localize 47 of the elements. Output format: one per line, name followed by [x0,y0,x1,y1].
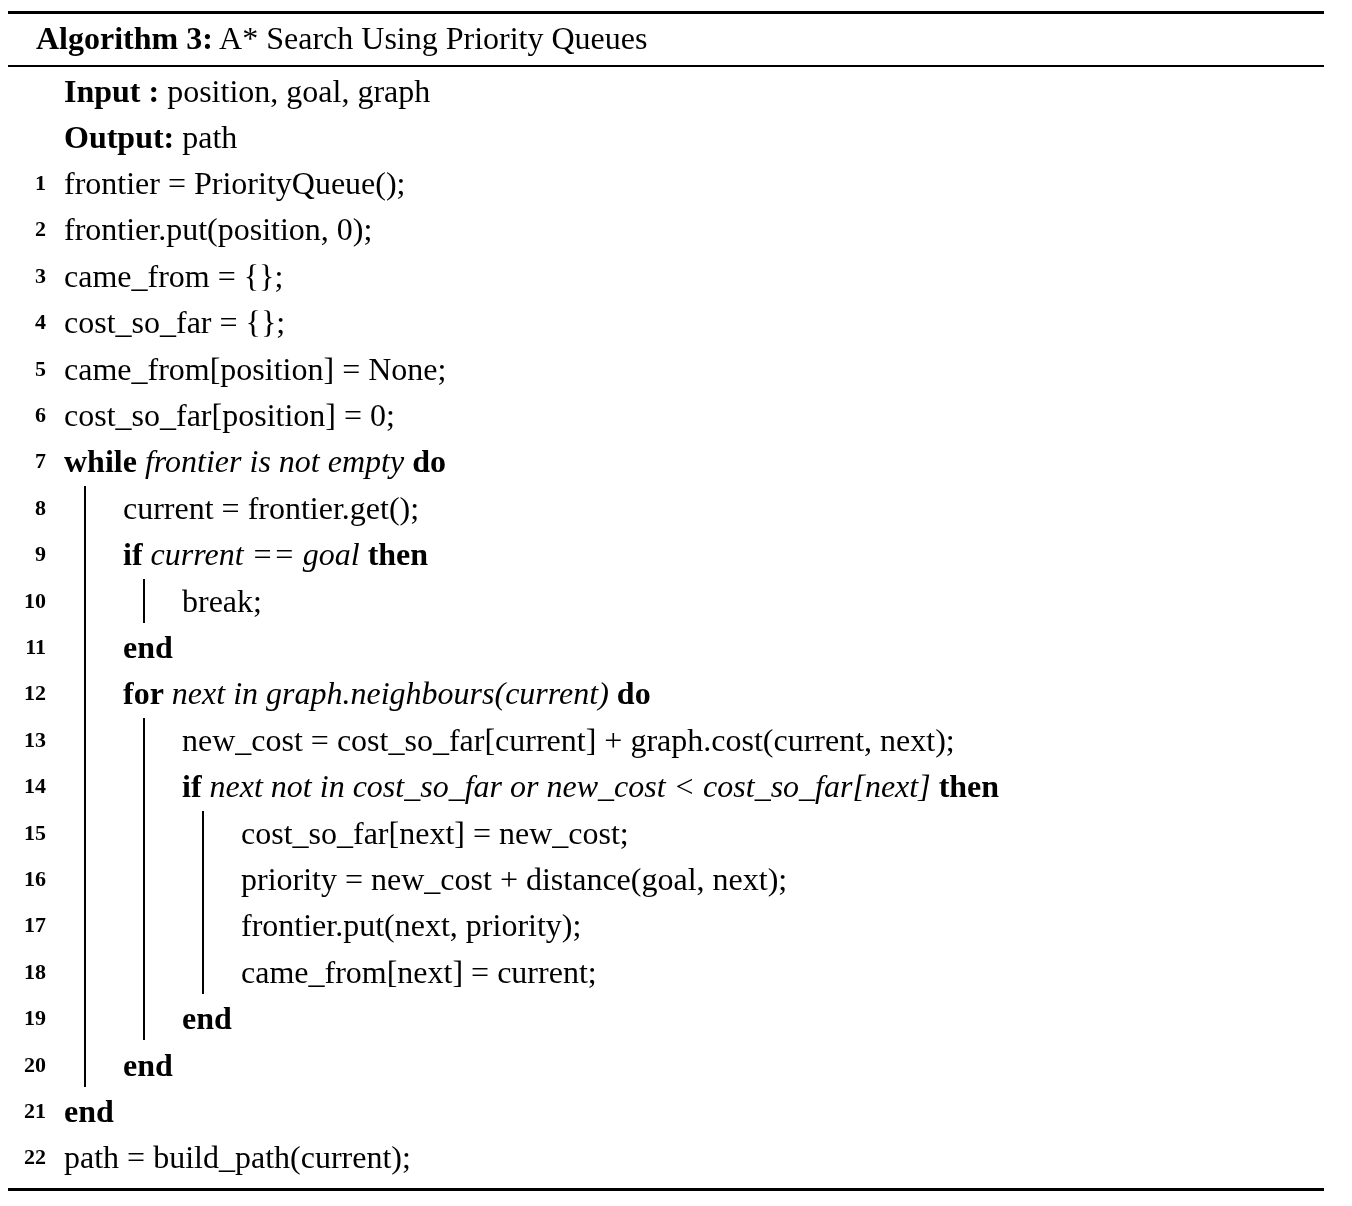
code-line: priority = new_cost + distance(goal, next); [241,860,788,899]
line-number: 1 [34,169,46,197]
line-number: 15 [23,818,46,847]
line-number: 17 [23,911,46,940]
line-number: 11 [24,633,46,661]
line-number: 5 [34,354,46,383]
code-line: if next not in cost_so_far or new_cost < cost_so_far[next] then [182,767,1000,807]
line-number: 10 [23,586,46,615]
output-line: Output: path [64,118,238,157]
code-line: came_from[next] = current; [241,952,597,992]
code-line: came_from[position] = None; [64,349,447,389]
line-number: 22 [23,1143,46,1172]
line-number: 14 [23,772,46,801]
line-number: 2 [34,215,46,244]
code-line: break; [182,581,262,621]
line-number: 21 [23,1097,46,1125]
code-line: end [64,1092,114,1131]
line-number: 18 [23,957,46,986]
line-number: 6 [34,401,46,429]
code-line: current = frontier.get(); [123,488,420,528]
line-number: 20 [23,1050,46,1079]
code-line: end [123,1045,173,1085]
code-line: frontier = PriorityQueue(); [64,164,406,203]
input-line: Input : position, goal, graph [64,72,431,111]
code-line: cost_so_far[next] = new_cost; [241,813,629,853]
code-line: came_from = {}; [64,256,284,296]
line-number: 19 [23,1004,46,1033]
line-number: 3 [34,261,46,290]
code-line: frontier.put(position, 0); [64,210,373,250]
code-line: while frontier is not empty do [64,442,446,482]
code-line: path = build_path(current); [64,1138,411,1178]
code-line: cost_so_far[position] = 0; [64,396,395,435]
code-line: end [182,999,232,1039]
line-number: 13 [23,725,46,754]
line-number: 16 [23,865,46,893]
code-line: end [123,628,173,667]
code-line: for next in graph.neighbours(current) do [123,674,651,714]
code-line: frontier.put(next, priority); [241,906,582,946]
code-line: new_cost = cost_so_far[current] + graph.cost(current, next); [182,720,955,760]
code-line: cost_so_far = {}; [64,303,286,343]
line-number: 9 [34,540,46,569]
algorithm-title: Algorithm 3: A* Search Using Priority Queues [36,19,648,58]
line-number: 8 [34,493,46,522]
code-line: if current == goal then [123,535,429,575]
line-number: 12 [23,679,46,708]
line-number: 4 [34,308,46,337]
line-number: 7 [34,447,46,476]
